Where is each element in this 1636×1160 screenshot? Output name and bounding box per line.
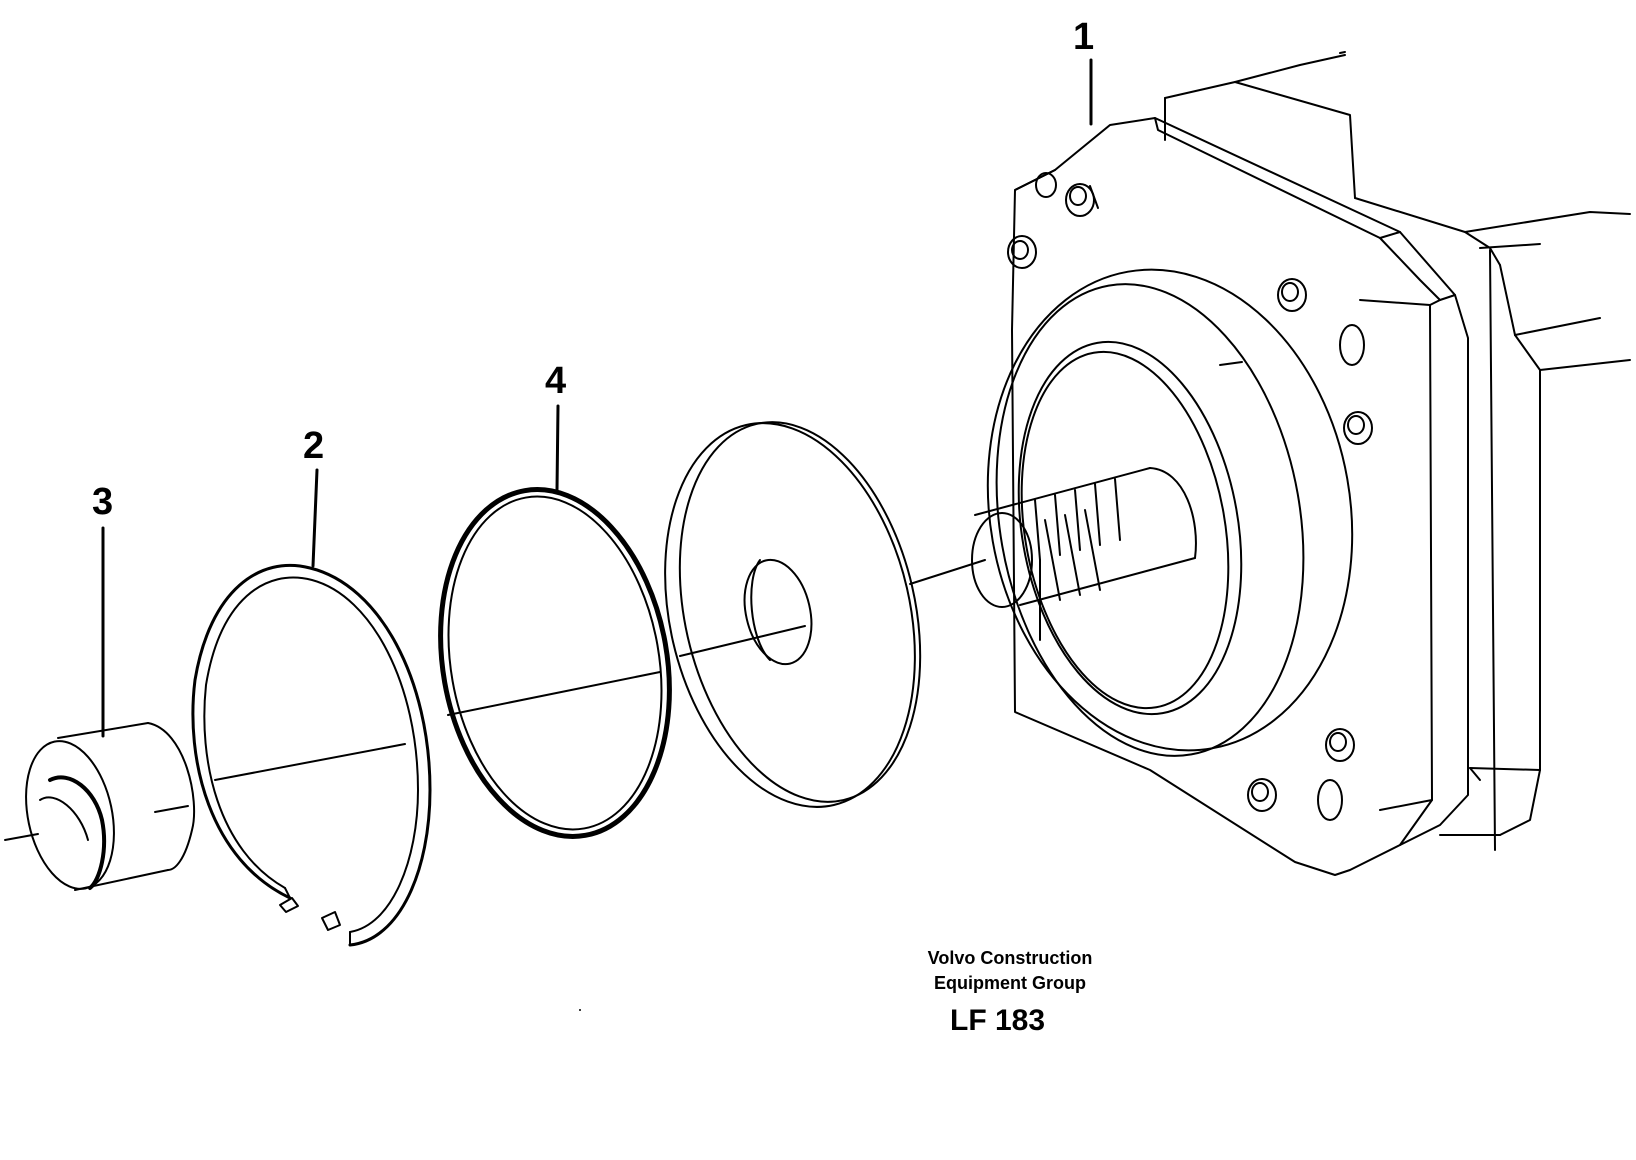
bushing-sleeve: [13, 723, 194, 897]
seal-ring: [414, 471, 695, 855]
figure-code: LF 183: [950, 1004, 1046, 1037]
bolt-hole: [1340, 325, 1364, 365]
leader-line-4: [557, 406, 558, 490]
caption-line-2: Equipment Group: [934, 973, 1086, 993]
assembly-axis-line: [5, 560, 985, 840]
publisher-caption: Volvo Construction Equipment Group: [890, 946, 1130, 996]
flange-bolt: [1278, 279, 1306, 311]
flange-bolt: [1008, 236, 1036, 268]
bolt-hole: [1318, 780, 1342, 820]
speck: [579, 1009, 581, 1011]
caption-line-1: Volvo Construction: [927, 948, 1093, 968]
thrust-washer: [629, 398, 955, 832]
circlip-ring: [193, 565, 430, 945]
callout-number-4: 4: [545, 360, 567, 402]
flange-bolt: [1248, 779, 1276, 811]
splined-shaft: [972, 468, 1196, 607]
callout-number-1: 1: [1073, 16, 1095, 58]
leader-line-2: [313, 470, 317, 566]
bolt-hole: [1036, 173, 1056, 197]
callout-number-3: 3: [92, 481, 114, 523]
motor-housing: [951, 52, 1630, 875]
flange-bolt: [1344, 412, 1372, 444]
flange-bolt: [1066, 184, 1098, 216]
flange-bolt: [1326, 729, 1354, 761]
callout-number-2: 2: [303, 425, 325, 467]
